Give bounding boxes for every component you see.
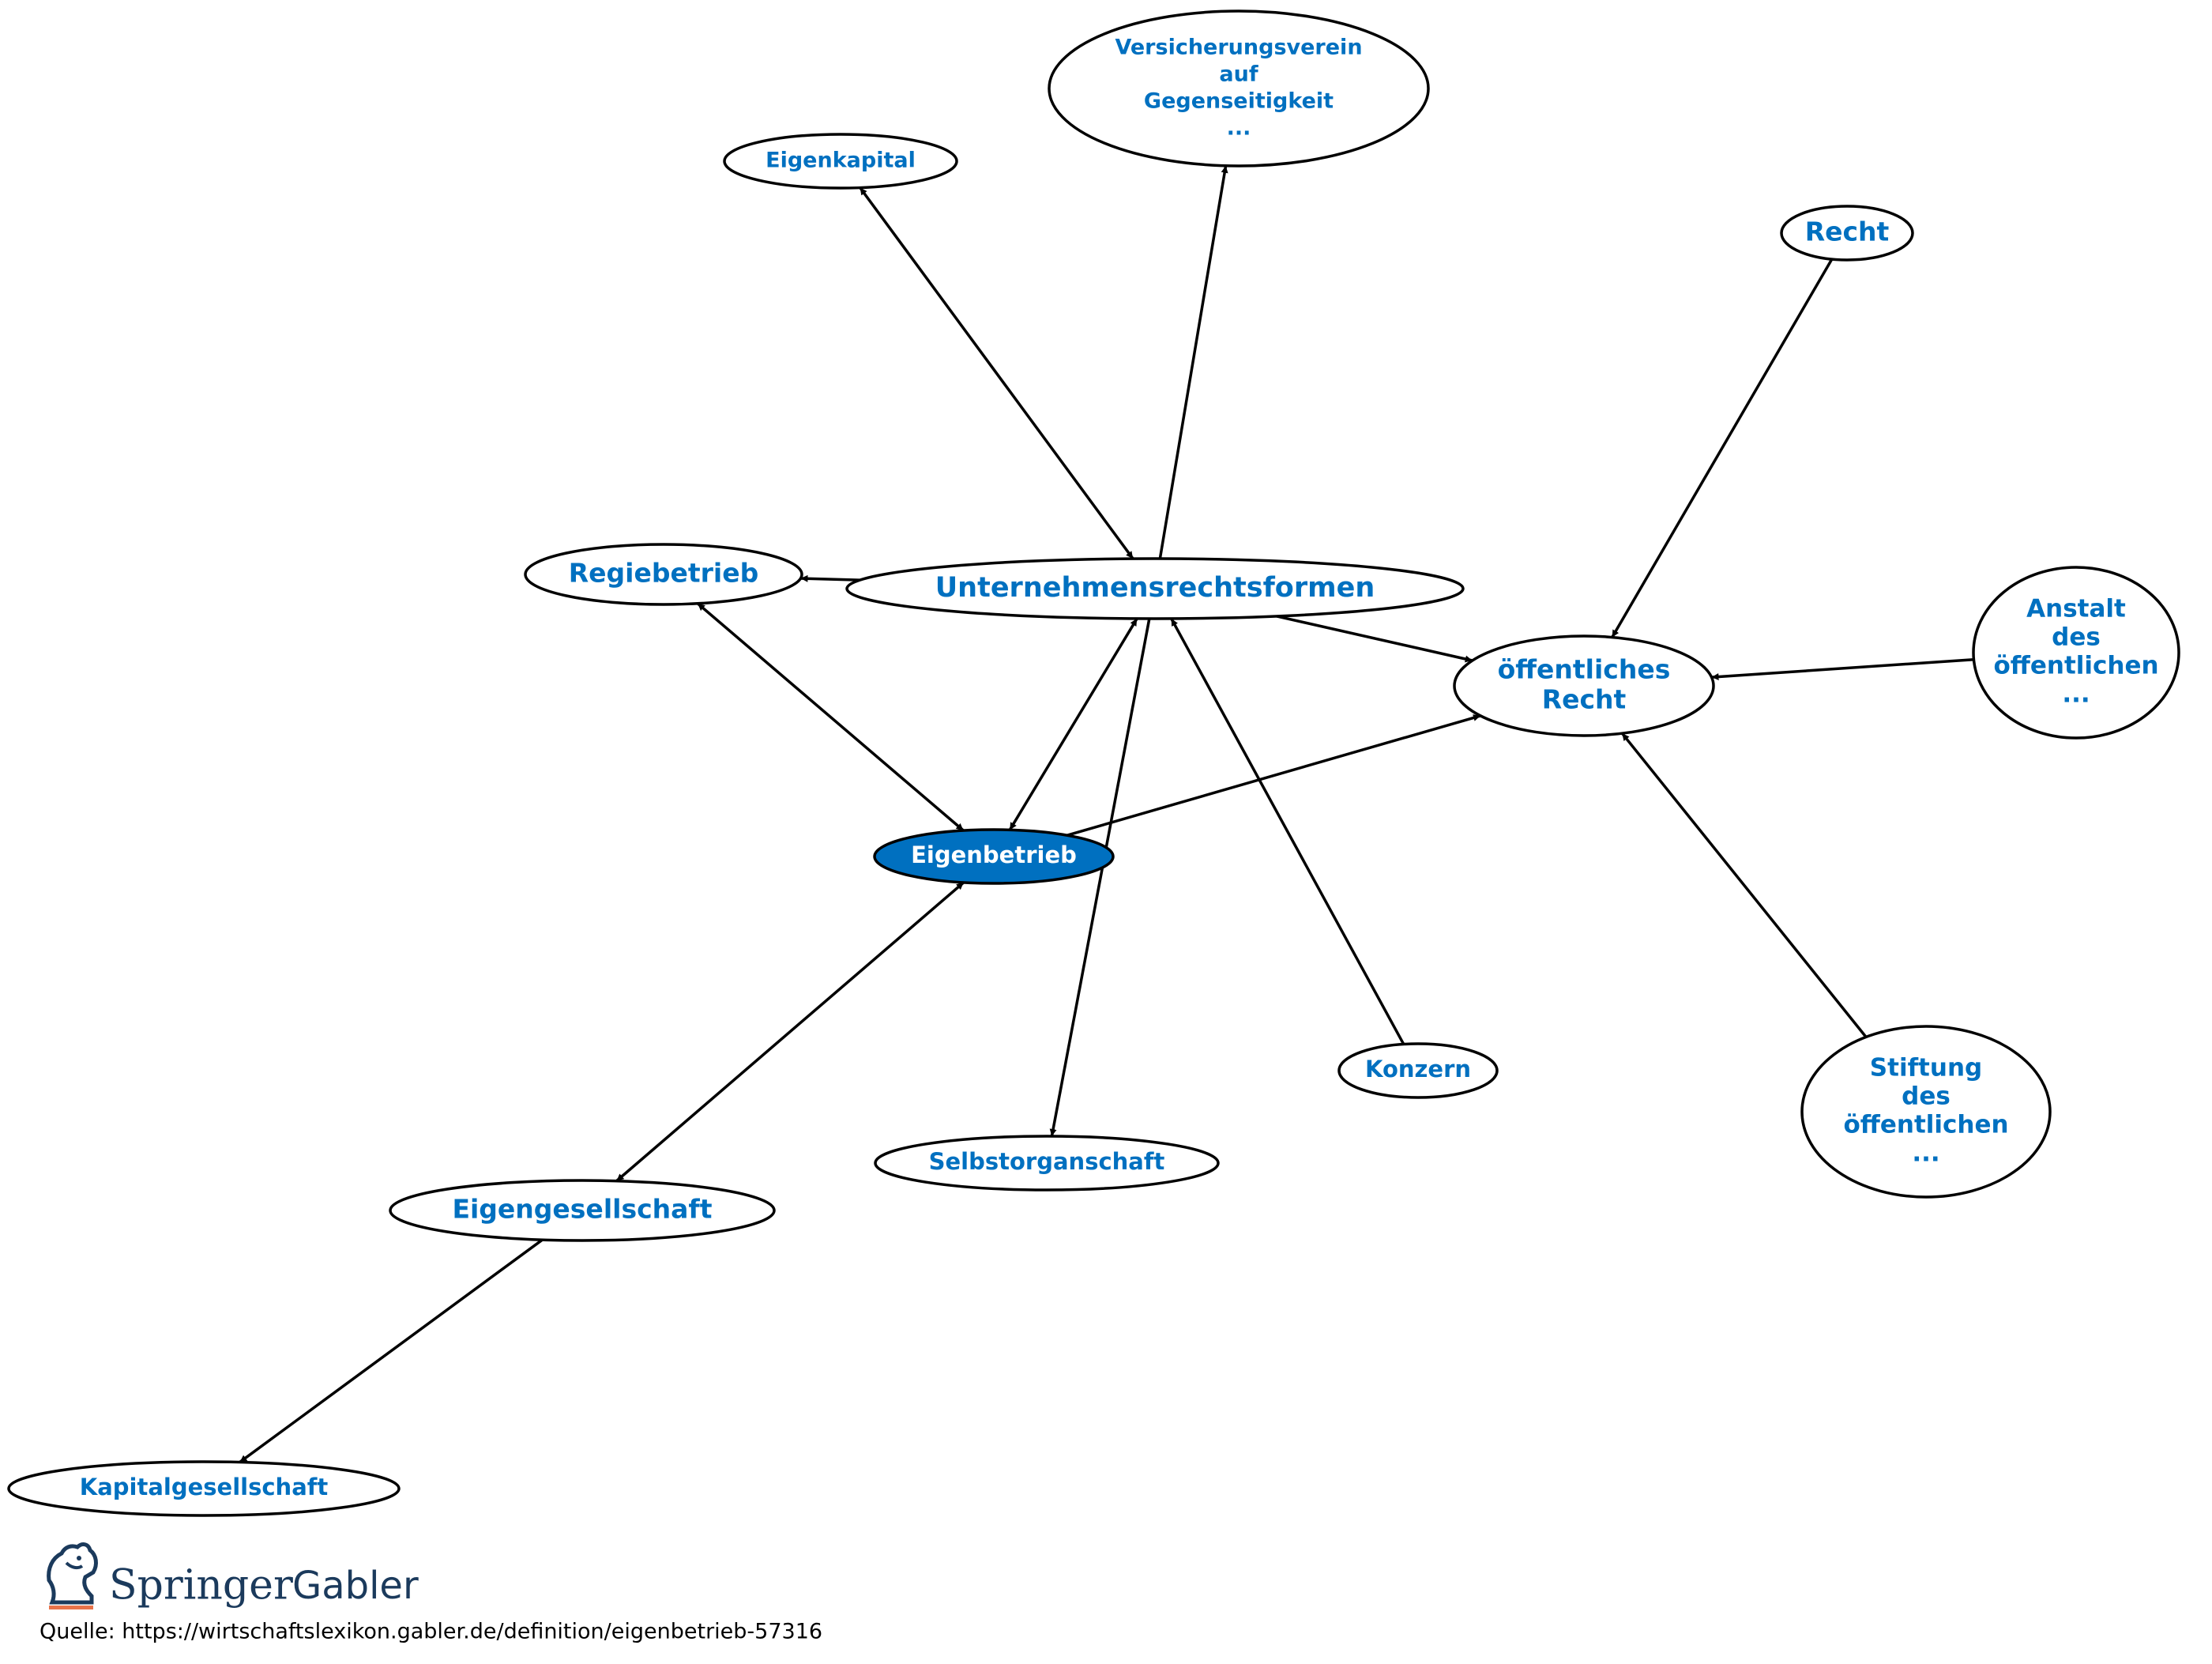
node-recht[interactable]: Recht [1780, 205, 1914, 262]
edge-konzern-to-unternehmensrechtsformen [1170, 618, 1405, 1045]
edge-eigenbetrieb-to-eigengesellschaft [615, 881, 965, 1182]
node-ellipse [723, 133, 958, 190]
node-label: Regiebetrieb [569, 558, 758, 589]
logo-springer-text: Springer [109, 1562, 293, 1609]
edge-unternehmensrechtsformen-to-regiebetrieb [800, 574, 860, 582]
node-label: Versicherungsverein [1115, 36, 1362, 60]
node-label: ... [2062, 680, 2090, 709]
node-label: ... [1227, 116, 1251, 141]
edge-recht-to-oeffentliches-recht [1611, 258, 1834, 638]
node-label: öffentliches [1498, 654, 1671, 685]
node-label: Eigenkapital [766, 149, 916, 173]
edge-eigengesellschaft-to-kapitalgesellschaft [239, 1238, 544, 1463]
nodes: VersicherungsvereinaufGegenseitigkeit...… [7, 9, 2180, 1517]
node-eigenkapital[interactable]: Eigenkapital [723, 133, 958, 190]
springer-gabler-logo: Springer Gabler [47, 1542, 419, 1609]
edge-stiftung-to-oeffentliches-recht [1620, 732, 1868, 1038]
node-anstalt[interactable]: Anstaltdesöffentlichen... [1972, 566, 2180, 740]
node-ellipse [1800, 1025, 2052, 1199]
node-ellipse [874, 1135, 1220, 1192]
edge-unternehmensrechtsformen-to-oeffentliches-recht [1276, 615, 1473, 663]
node-label: Eigengesellschaft [452, 1194, 712, 1225]
node-label: Konzern [1365, 1056, 1471, 1082]
node-label: Selbstorganschaft [929, 1148, 1165, 1175]
node-label: ... [1912, 1139, 1939, 1168]
node-selbstorganschaft[interactable]: Selbstorganschaft [874, 1135, 1220, 1192]
node-label: Eigenbetrieb [911, 841, 1077, 868]
node-regiebetrieb[interactable]: Regiebetrieb [524, 543, 803, 606]
node-label: öffentlichen [1843, 1111, 2008, 1139]
edge-unternehmensrechtsformen-to-versicherungsverein [1158, 165, 1228, 559]
node-label: Unternehmensrechtsformen [935, 572, 1375, 604]
edge-eigenbetrieb-to-oeffentliches-recht [1066, 714, 1481, 837]
node-label: öffentlichen [1993, 652, 2158, 680]
node-ellipse [1048, 9, 1430, 168]
edge-eigenbetrieb-to-regiebetrieb [696, 602, 965, 832]
node-label: Kapitalgesellschaft [80, 1474, 329, 1500]
node-ellipse [1780, 205, 1914, 262]
node-label: des [2052, 623, 2101, 652]
node-ellipse [1972, 566, 2180, 740]
node-konzern[interactable]: Konzern [1337, 1042, 1499, 1099]
node-ellipse [873, 828, 1115, 885]
node-kapitalgesellschaft[interactable]: Kapitalgesellschaft [7, 1460, 401, 1517]
edge-anstalt-to-oeffentliches-recht [1711, 657, 1974, 680]
node-eigengesellschaft[interactable]: Eigengesellschaft [389, 1179, 776, 1242]
edge-eigenbetrieb-to-unternehmensrechtsformen [1008, 618, 1138, 831]
node-ellipse [845, 557, 1465, 620]
node-label: auf [1219, 62, 1258, 87]
node-versicherungsverein[interactable]: VersicherungsvereinaufGegenseitigkeit... [1048, 9, 1430, 168]
node-ellipse [7, 1460, 401, 1517]
logo-gabler-text: Gabler [292, 1564, 419, 1608]
node-eigenbetrieb[interactable]: Eigenbetrieb [873, 828, 1115, 885]
node-label: Recht [1805, 216, 1890, 247]
node-stiftung[interactable]: Stiftungdesöffentlichen... [1800, 1025, 2052, 1199]
node-ellipse [1337, 1042, 1499, 1099]
edges [239, 165, 1974, 1463]
node-label: Recht [1542, 684, 1627, 715]
node-label: Stiftung [1870, 1054, 1982, 1082]
node-ellipse [524, 543, 803, 606]
node-ellipse [389, 1179, 776, 1242]
node-label: Anstalt [2026, 595, 2126, 623]
node-label: des [1902, 1082, 1951, 1111]
source-citation: Quelle: https://wirtschaftslexikon.gable… [40, 1620, 822, 1644]
knight-logo-icon [47, 1542, 98, 1609]
node-ellipse [1453, 634, 1715, 737]
node-label: Gegenseitigkeit [1144, 89, 1334, 114]
edge-unternehmensrechtsformen-to-eigenkapital [859, 186, 1134, 560]
node-unternehmensrechtsformen[interactable]: Unternehmensrechtsformen [845, 557, 1465, 620]
